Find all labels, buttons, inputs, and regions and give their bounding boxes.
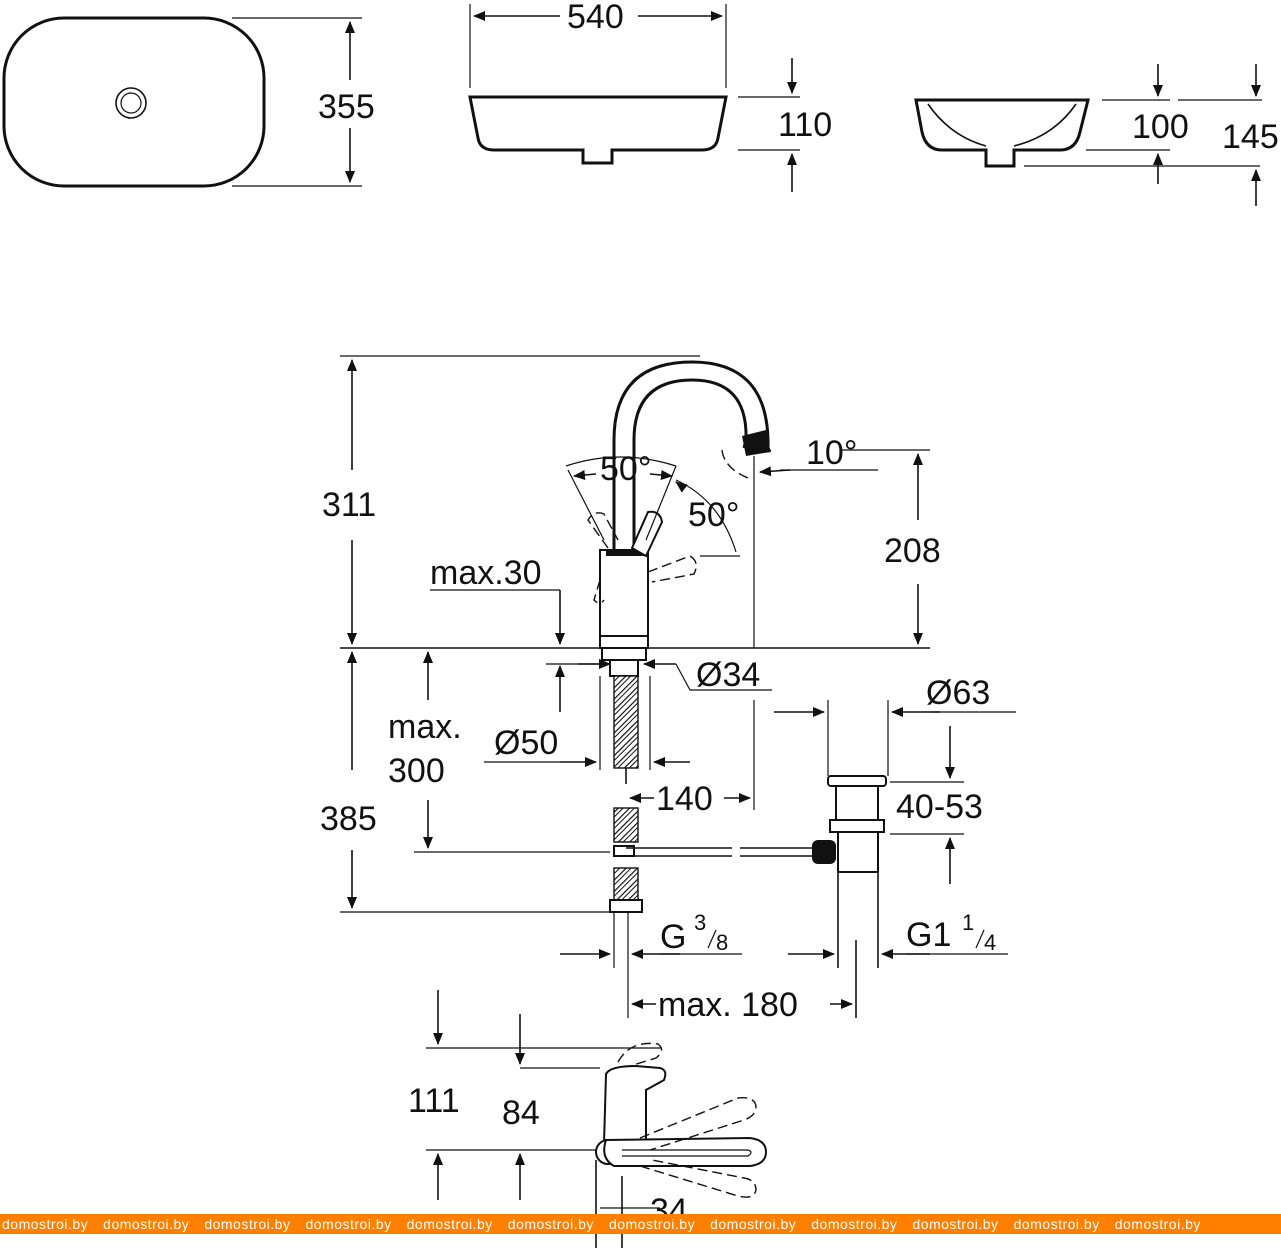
lever-total-height-label: 111 — [408, 1082, 460, 1120]
spout-reach-label: 140 — [656, 780, 713, 818]
connection-main: G — [660, 918, 686, 956]
lever — [630, 510, 664, 558]
watermark-text: domostroi.by — [1013, 1216, 1100, 1232]
lever-body-height-label: 84 — [502, 1094, 540, 1132]
basin-outline — [2, 16, 266, 188]
basin-outer-height-label: 145 — [1222, 118, 1279, 156]
waste-range-label: 40-53 — [896, 788, 983, 826]
waste-diameter-label: Ø63 — [926, 674, 990, 712]
watermark-text: domostroi.by — [1114, 1216, 1201, 1232]
lever-angle-right-label: 50° — [688, 496, 739, 534]
connection-thread-label: G — [660, 918, 686, 956]
watermark-text: domostroi.by — [710, 1216, 797, 1232]
max-deck-thickness-label: max.30 — [430, 554, 542, 592]
watermark-text: domostroi.by — [507, 1216, 594, 1232]
basin-width-label: 540 — [567, 0, 624, 36]
faucet-front-view: 311 10° 208 50° 50° — [320, 355, 1016, 1024]
waste-valve — [812, 775, 887, 1018]
watermark-text: domostroi.by — [2, 1216, 89, 1232]
max-below-deck-line2: 300 — [388, 752, 445, 790]
lever-side-body — [602, 1064, 667, 1146]
drain-hole-icon — [115, 87, 147, 119]
lever-ghost-up — [639, 1096, 757, 1151]
watermark-text: domostroi.by — [305, 1216, 392, 1232]
base-diameter-label: Ø50 — [494, 724, 558, 762]
basin-depth-label: 355 — [318, 88, 375, 126]
watermark-text: domostroi.by — [406, 1216, 493, 1232]
below-deck-length-label: 385 — [320, 800, 377, 838]
lever-ghost-right — [647, 555, 697, 583]
lever-ghost-left — [587, 512, 619, 549]
connection-den: 8 — [716, 930, 728, 955]
spout — [612, 360, 772, 550]
lever-ghost-down — [639, 1159, 757, 1198]
basin-inner-depth-label: 100 — [1132, 108, 1189, 146]
waste-thread-num: 1 — [962, 910, 974, 935]
lever-handle — [603, 1136, 768, 1167]
max-below-deck-line1: max. — [388, 708, 462, 746]
max-rod-distance-label: max. 180 — [658, 986, 798, 1024]
basin-front-outline — [468, 95, 728, 165]
spout-tip — [742, 430, 770, 456]
lever-side-view: 111 84 34 — [408, 990, 768, 1248]
spout-swivel-angle-label: 10° — [806, 434, 857, 472]
basin-height-label: 110 — [778, 106, 832, 144]
waste-thread-den: 4 — [984, 930, 996, 955]
watermark-text: domostroi.by — [204, 1216, 291, 1232]
lever-angle-left-label: 50° — [600, 450, 651, 488]
watermark-strip: domostroi.by domostroi.by domostroi.by domo… — [0, 1214, 1281, 1234]
spout-height-label: 208 — [884, 532, 941, 570]
watermark-text: domostroi.by — [811, 1216, 898, 1232]
basin-top-view: 355 — [2, 16, 375, 188]
watermark-text: domostroi.by — [912, 1216, 999, 1232]
waste-thread-main: G1 — [906, 916, 951, 954]
drain-inner — [120, 92, 142, 114]
watermark-text: domostroi.by — [608, 1216, 696, 1232]
connection-num: 3 — [694, 910, 706, 935]
hose-hatched — [613, 675, 639, 769]
faucet-total-height-label: 311 — [322, 486, 376, 524]
hose-diameter-label: Ø34 — [696, 656, 760, 694]
faucet-body — [599, 549, 649, 637]
watermark-text: domostroi.by — [103, 1216, 190, 1232]
basin-side-view: 100 145 — [914, 64, 1279, 206]
basin-side-outline — [914, 98, 1090, 168]
basin-front-view: 540 110 — [468, 0, 832, 192]
